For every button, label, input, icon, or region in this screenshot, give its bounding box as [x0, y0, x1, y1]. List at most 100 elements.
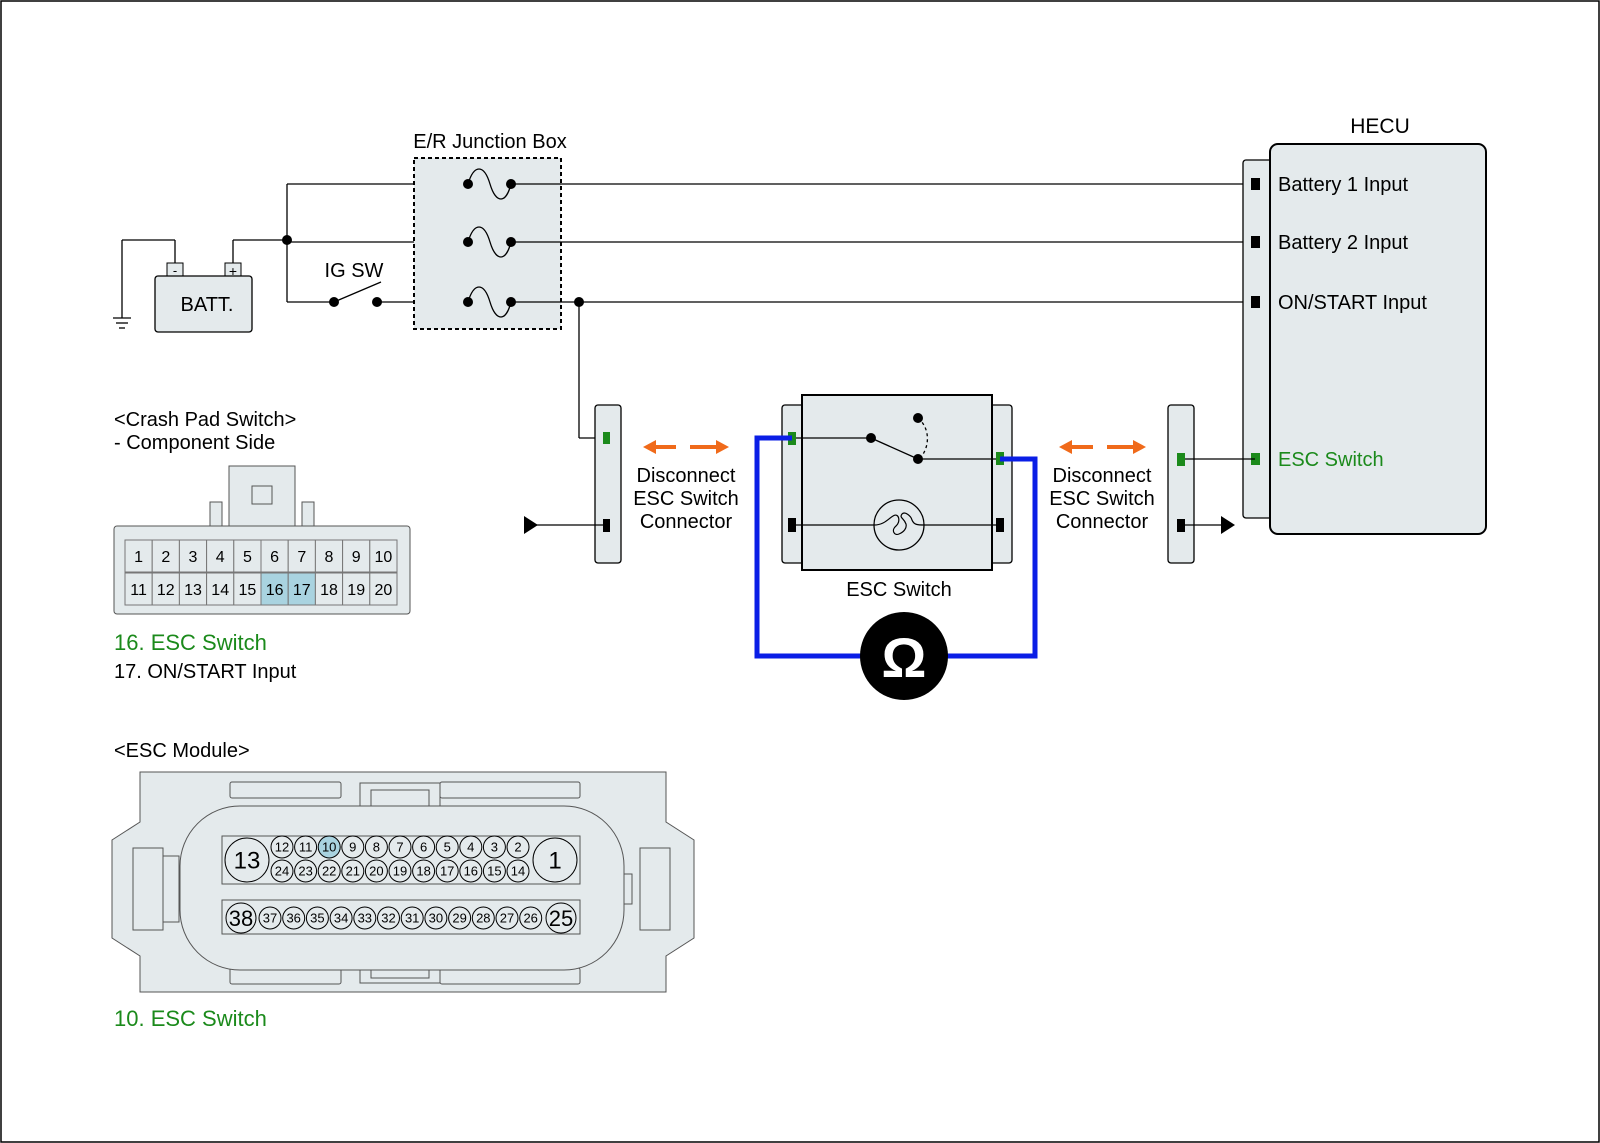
esc-switch-label: ESC Switch [846, 579, 952, 601]
esc-module-pin-label: 10 [322, 840, 336, 855]
crash-pad-pin-label: 5 [243, 549, 252, 566]
crash-pad-pin-label: 14 [211, 582, 229, 599]
esc-module-legend: 10. ESC Switch [114, 1006, 267, 1031]
esc-module-pin [258, 906, 282, 930]
crash-pad-pin-cell [314, 539, 344, 573]
esc-module-pin [471, 906, 495, 930]
disconnect-left-line1: Disconnect [637, 465, 736, 487]
crash-pad-pin-label: 1 [134, 549, 143, 566]
esc-module-pin [435, 859, 459, 883]
esc-module-pin [317, 835, 341, 859]
crash-pad-pin-label: 12 [157, 582, 175, 599]
esc-module-pin-label: 5 [444, 840, 451, 855]
esc-module-pin [341, 859, 365, 883]
esc-module-pin-label: 21 [346, 864, 360, 879]
battery-neg-terminal: - [173, 263, 177, 278]
crash-pad-pin-cell [151, 539, 180, 573]
esc-switch-component: ESC Switch [781, 394, 1013, 601]
esc-module-pin-label: 1 [548, 848, 561, 875]
esc-module-pin-label: 14 [511, 864, 525, 879]
junction-dot [282, 235, 292, 245]
esc-module-pin [482, 835, 506, 859]
battery-label: BATT. [181, 294, 234, 316]
ig-switch: IG SW [325, 260, 468, 307]
crash-pad-pin-label: 17 [293, 582, 311, 599]
crash-pad-pin-label: 16 [266, 582, 284, 599]
esc-module-pin-label: 25 [549, 906, 573, 931]
disconnect-right-line1: Disconnect [1053, 465, 1152, 487]
esc-module-pin-label: 4 [467, 840, 474, 855]
esc-module-pin [388, 835, 412, 859]
esc-module-pin [270, 859, 294, 883]
arrow-icon [1221, 516, 1235, 534]
crash-pad-pin-cell [124, 572, 153, 606]
battery: - + BATT. [154, 262, 253, 333]
crash-pad-pin-label: 9 [352, 549, 361, 566]
esc-module-pin [270, 835, 294, 859]
junction-box: E/R Junction Box [413, 131, 567, 330]
crash-pad-title: <Crash Pad Switch> [114, 409, 296, 431]
esc-module-pin [329, 906, 353, 930]
esc-module-pin-label: 13 [234, 848, 261, 875]
disconnect-left-line2: ESC Switch [633, 488, 739, 510]
crash-pad-pin-label: 2 [161, 549, 170, 566]
hecu-title: HECU [1350, 115, 1410, 138]
esc-module-pin [353, 906, 377, 930]
crash-pad-pin-label: 10 [375, 549, 393, 566]
hecu-pin-esc-switch: ESC Switch [1278, 449, 1384, 471]
esc-module-pin-label: 31 [405, 911, 419, 926]
esc-module-pin [506, 835, 530, 859]
crash-pad-pin-cell [260, 572, 289, 606]
crash-pad-pin-label: 3 [189, 549, 198, 566]
esc-module-pin-label: 28 [476, 911, 490, 926]
esc-module-pin-label: 20 [369, 864, 383, 879]
esc-module-pin [532, 837, 578, 883]
esc-module-pin [519, 906, 543, 930]
disconnect-left-line3: Connector [640, 511, 733, 533]
right-connector [1167, 404, 1255, 564]
esc-module-pin [435, 835, 459, 859]
crash-pad-pin-cell [151, 572, 180, 606]
esc-module-pin-label: 7 [396, 840, 403, 855]
crash-pad-pin-cell [178, 572, 208, 606]
esc-module-pin [388, 859, 412, 883]
esc-module-pin-label: 23 [298, 864, 312, 879]
crash-pad-pin-label: 11 [130, 582, 147, 599]
crash-pad-pin-label: 8 [325, 549, 334, 566]
esc-module-pin-label: 2 [514, 840, 521, 855]
disconnect-right-line2: ESC Switch [1049, 488, 1155, 510]
crash-pad-pin-cell [260, 539, 289, 573]
esc-module-pin [459, 835, 483, 859]
crash-pad-pin-label: 19 [347, 582, 365, 599]
hecu-pin-battery2: Battery 2 Input [1278, 232, 1409, 254]
esc-module-pin-label: 30 [429, 911, 443, 926]
esc-module-pin [448, 906, 472, 930]
crash-pad-pin-label: 15 [239, 582, 257, 599]
fuse-icon [463, 286, 516, 318]
crash-pad-subtitle: - Component Side [114, 432, 275, 454]
esc-module-pin-label: 3 [491, 840, 498, 855]
esc-module-pin [294, 835, 318, 859]
arrow-icon [524, 516, 538, 534]
esc-module-pin-label: 35 [310, 911, 324, 926]
esc-module-pin [224, 837, 270, 883]
esc-module-pin-label: 26 [523, 911, 537, 926]
esc-module-pin [364, 859, 388, 883]
esc-module-pin [412, 859, 436, 883]
esc-module-pin-label: 6 [420, 840, 427, 855]
esc-module-pin-label: 29 [452, 911, 466, 926]
esc-module-pin [317, 859, 341, 883]
hecu-pin-on-start: ON/START Input [1278, 292, 1427, 314]
power-section: - + BATT. IG SW E/R Junction Box [113, 131, 1255, 439]
lamp-icon [873, 499, 925, 551]
crash-pad-pin-label: 6 [270, 549, 279, 566]
disconnect-indicator-left: Disconnect ESC Switch Connector [633, 440, 739, 533]
disconnect-right-line3: Connector [1056, 511, 1149, 533]
esc-module-pin-label: 17 [440, 864, 454, 879]
esc-module-pin-label: 18 [416, 864, 430, 879]
esc-module-pin [545, 902, 577, 934]
esc-module-pin-label: 37 [263, 911, 277, 926]
esc-module-pin [424, 906, 448, 930]
